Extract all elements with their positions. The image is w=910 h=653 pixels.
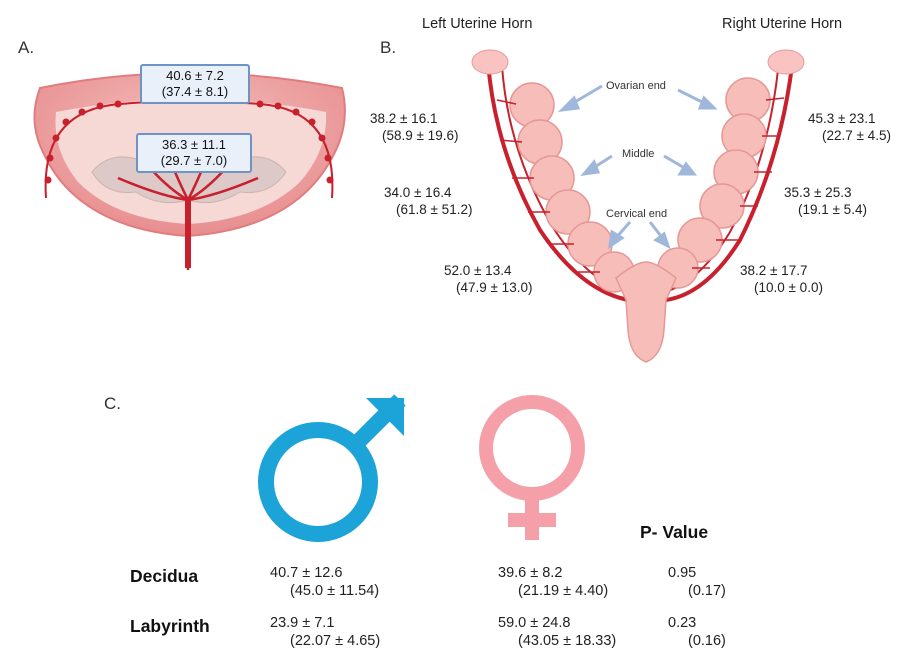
labyrinth-p-value: 0.23(0.16) <box>668 614 726 650</box>
uterus-illustration <box>472 50 804 362</box>
right-ovarian-value: 45.3 ± 23.1(22.7 ± 4.5) <box>808 110 891 144</box>
left-cervical-value: 52.0 ± 13.4(47.9 ± 13.0) <box>444 262 532 296</box>
decidua-box-line2: (37.4 ± 8.1) <box>148 84 242 100</box>
decidua-value-box: 40.6 ± 7.2 (37.4 ± 8.1) <box>140 64 250 104</box>
male-symbol-icon <box>266 398 404 534</box>
labyrinth-box-line2: (29.7 ± 7.0) <box>144 153 244 169</box>
right-ovary <box>768 50 804 74</box>
labyrinth-female-value: 59.0 ± 24.8(43.05 ± 18.33) <box>498 614 616 650</box>
panel-b-label: B. <box>380 38 396 58</box>
left-ovarian-value: 38.2 ± 16.1(58.9 ± 19.6) <box>370 110 458 144</box>
female-symbol-icon <box>486 402 578 540</box>
decidua-p-value: 0.95(0.17) <box>668 564 726 600</box>
p-value-header: P- Value <box>640 522 708 543</box>
labyrinth-value-box: 36.3 ± 11.1 (29.7 ± 7.0) <box>136 133 252 173</box>
right-horn-title: Right Uterine Horn <box>722 16 842 32</box>
left-horn-title: Left Uterine Horn <box>422 16 532 32</box>
decidua-female-value: 39.6 ± 8.2(21.19 ± 4.40) <box>498 564 608 600</box>
labyrinth-box-line1: 36.3 ± 11.1 <box>144 137 244 153</box>
decidua-male-value: 40.7 ± 12.6(45.0 ± 11.54) <box>270 564 379 600</box>
decidua-row-label: Decidua <box>130 566 198 587</box>
left-ovary <box>472 50 508 74</box>
middle-label: Middle <box>620 148 656 160</box>
cervix <box>616 262 676 362</box>
labyrinth-male-value: 23.9 ± 7.1(22.07 ± 4.65) <box>270 614 380 650</box>
cervical-end-label: Cervical end <box>604 208 669 220</box>
left-middle-value: 34.0 ± 16.4(61.8 ± 51.2) <box>384 184 472 218</box>
right-middle-value: 35.3 ± 25.3(19.1 ± 5.4) <box>784 184 867 218</box>
labyrinth-row-label: Labyrinth <box>130 616 210 637</box>
left-horn-sacs <box>510 83 634 292</box>
decidua-box-line1: 40.6 ± 7.2 <box>148 68 242 84</box>
ovarian-end-label: Ovarian end <box>604 80 668 92</box>
right-cervical-value: 38.2 ± 17.7(10.0 ± 0.0) <box>740 262 823 296</box>
panel-c-label: C. <box>104 394 121 414</box>
